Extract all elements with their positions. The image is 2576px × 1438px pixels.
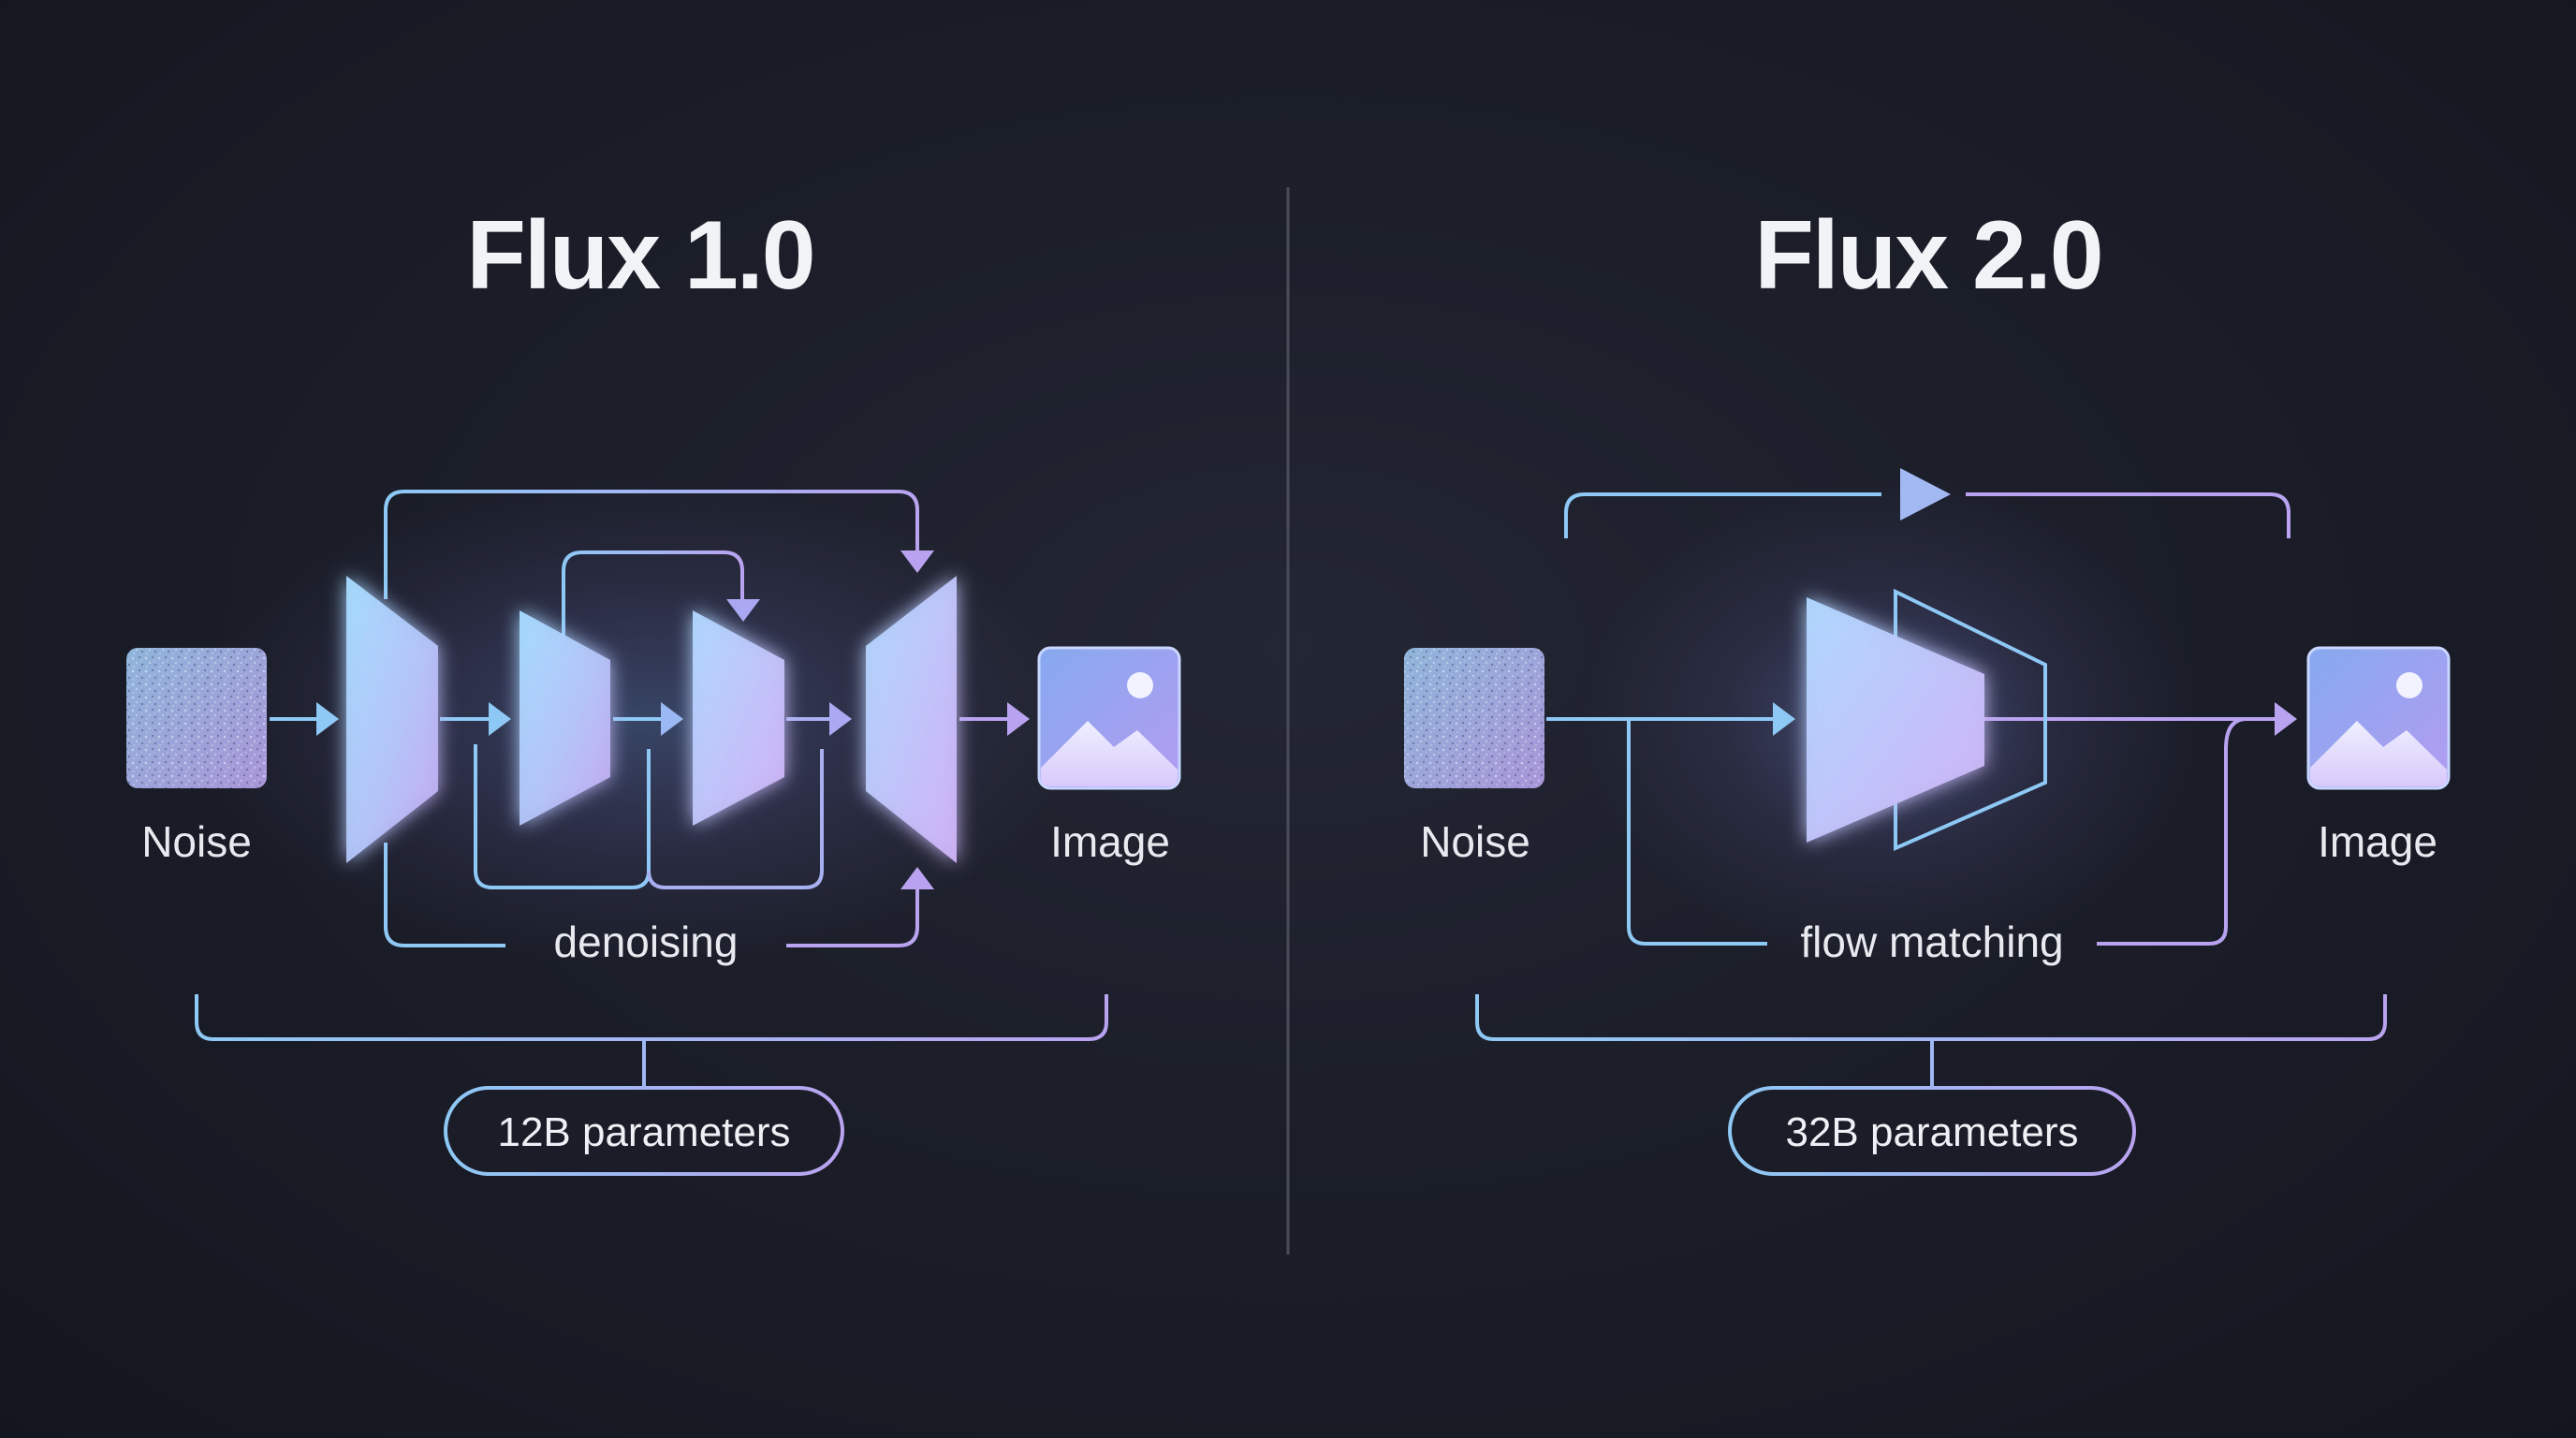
right-title: Flux 2.0 [1754,201,2101,310]
left-skip-connections [384,490,919,947]
left-encoder-block-3 [693,610,784,826]
right-flow-lines [1546,717,2275,946]
right-noise-label: Noise [1420,817,1530,866]
right-bracket [1475,994,2387,1041]
play-arrow-icon [1900,468,1951,521]
right-process-label: flow matching [1800,917,2063,966]
right-input-arrowhead [1773,702,1795,736]
left-parameters-pill [444,1086,844,1176]
left-encoder-block-2 [520,610,610,826]
right-top-bracket-right [1966,492,2291,538]
left-parameters-label: 12B parameters [497,1109,790,1155]
right-model-block [1807,597,1984,843]
left-encoder-block-1 [346,576,438,863]
left-noise-label: Noise [141,817,252,866]
right-image-icon [2306,646,2451,790]
right-top-bracket-left [1564,492,1881,538]
right-panel: Flux 2.0 Noise [1404,201,2451,1176]
right-output-arrowhead [2275,702,2297,736]
left-image-icon [1037,646,1181,790]
right-noise-icon [1404,648,1544,788]
left-decoder-block [866,576,957,863]
left-bracket [195,994,1108,1041]
left-skip-arrowheads [726,550,934,889]
left-title: Flux 1.0 [466,201,813,310]
left-noise-icon [126,648,267,788]
right-parameters-label: 32B parameters [1785,1109,2078,1155]
right-image-label: Image [2318,817,2437,866]
left-panel: Flux 1.0 Noise [126,201,1181,1176]
right-parameters-pill [1728,1086,2136,1176]
left-process-label: denoising [554,917,739,966]
left-image-label: Image [1050,817,1170,866]
left-flow-arrowheads [316,702,1030,736]
